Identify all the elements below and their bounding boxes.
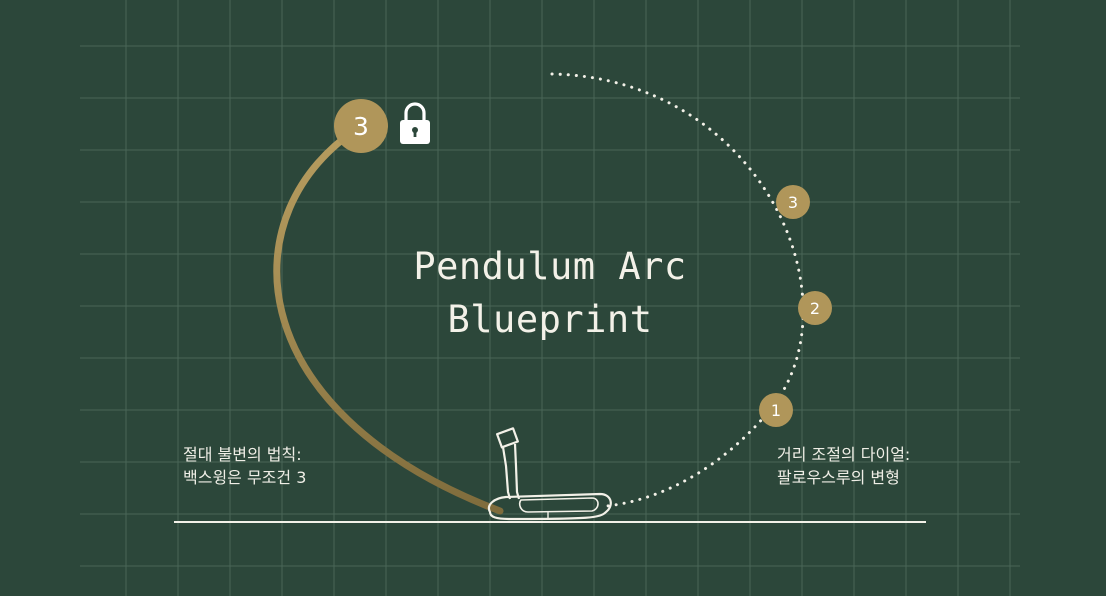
putter-icon — [487, 427, 612, 521]
followthrough-note-line-1: 거리 조절의 다이얼: — [777, 445, 911, 464]
backswing-marker-3: 3 — [334, 99, 388, 153]
followthrough-marker-3: 3 — [776, 185, 810, 219]
followthrough-marker-2: 2 — [798, 291, 832, 325]
followthrough-marker-label-1: 1 — [771, 401, 781, 420]
followthrough-marker-label-2: 2 — [810, 299, 820, 318]
followthrough-marker-1: 1 — [759, 393, 793, 427]
lock-icon — [400, 102, 430, 144]
backswing-note-line-1: 절대 불변의 법칙: — [183, 445, 302, 464]
followthrough-dotted-arc — [550, 72, 805, 508]
diagram-title: Pendulum Arc Blueprint — [350, 240, 750, 346]
backswing-note: 절대 불변의 법칙: 백스윙은 무조건 3 — [183, 443, 306, 489]
followthrough-marker-label-3: 3 — [788, 193, 798, 212]
backswing-note-line-2: 백스윙은 무조건 3 — [183, 468, 307, 487]
backswing-arc — [273, 123, 504, 515]
followthrough-note: 거리 조절의 다이얼: 팔로우스루의 변형 — [777, 443, 910, 489]
title-line-2: Blueprint — [447, 298, 653, 341]
title-line-1: Pendulum Arc — [413, 245, 687, 288]
followthrough-note-line-2: 팔로우스루의 변형 — [777, 468, 900, 487]
backswing-marker-label: 3 — [353, 112, 369, 141]
